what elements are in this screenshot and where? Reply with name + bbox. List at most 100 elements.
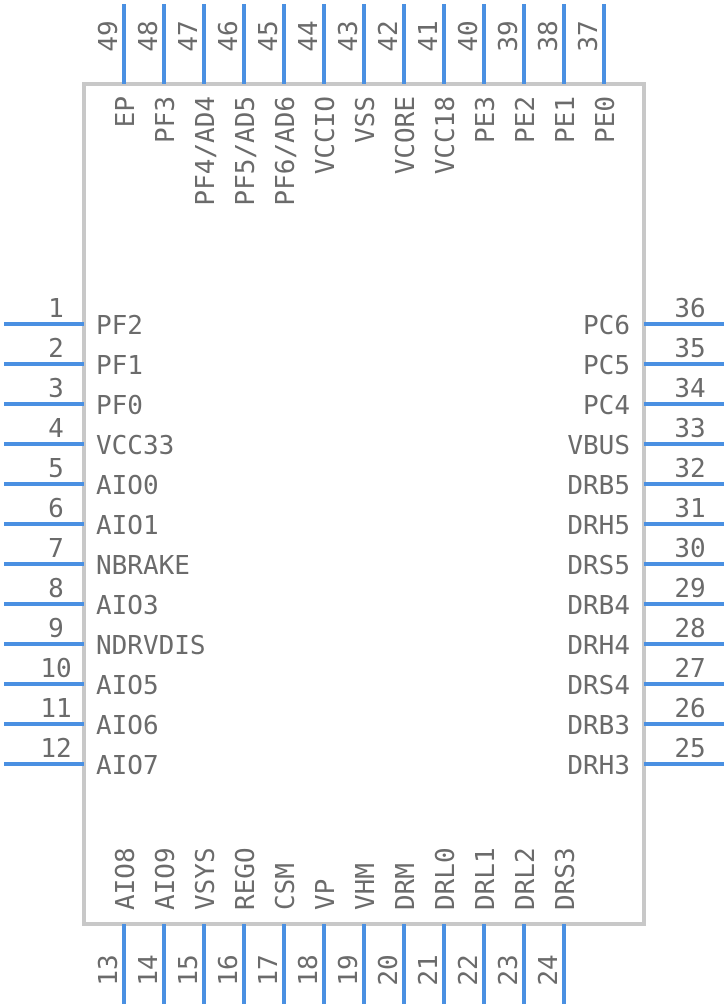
pin-16-name: REGO (231, 847, 261, 910)
pin-20-name: DRM (391, 863, 421, 910)
pin-39-name: PE2 (511, 96, 541, 143)
pin-6-number: 6 (48, 494, 64, 524)
pin-2-number: 2 (48, 334, 64, 364)
pin-28-name: DRH4 (567, 631, 630, 661)
pin-7-number: 7 (48, 534, 64, 564)
pin-2-name: PF1 (96, 351, 143, 381)
pin-45-number: 45 (254, 20, 284, 51)
pin-4-name: VCC33 (96, 431, 174, 461)
pin-26-name: DRB3 (567, 711, 630, 741)
pin-6-name: AIO1 (96, 511, 159, 541)
pin-34-name: PC4 (583, 391, 630, 421)
pin-19-number: 19 (334, 954, 364, 985)
pin-21-name: DRL0 (431, 847, 461, 910)
pin-42-name: VCORE (391, 96, 421, 174)
pin-15-number: 15 (174, 954, 204, 985)
pin-8-name: AIO3 (96, 591, 159, 621)
pin-16-number: 16 (214, 954, 244, 985)
pin-46-name: PF5/AD5 (231, 96, 261, 206)
pin-39-number: 39 (494, 20, 524, 51)
pin-11-name: AIO6 (96, 711, 159, 741)
pin-1-name: PF2 (96, 311, 143, 341)
pin-31-name: DRH5 (567, 511, 630, 541)
pin-31-number: 31 (674, 494, 705, 524)
pin-49-number: 49 (94, 20, 124, 51)
pin-48-number: 48 (134, 20, 164, 51)
pins-layer: 1PF22PF13PF04VCC335AIO06AIO17NBRAKE8AIO3… (4, 4, 724, 1004)
pin-3-name: PF0 (96, 391, 143, 421)
pin-38-number: 38 (534, 20, 564, 51)
pin-29-number: 29 (674, 574, 705, 604)
pin-8-number: 8 (48, 574, 64, 604)
pin-44-number: 44 (294, 20, 324, 51)
pin-43-name: VSS (351, 96, 381, 143)
pin-37-name: PE0 (591, 96, 621, 143)
pin-47-name: PF4/AD4 (191, 96, 221, 206)
pin-34-number: 34 (674, 374, 705, 404)
pin-14-name: AIO9 (151, 847, 181, 910)
pin-36-name: PC6 (583, 311, 630, 341)
ic-body (82, 82, 646, 926)
pin-45-name: PF6/AD6 (271, 96, 301, 206)
pin-29-name: DRB4 (567, 591, 630, 621)
pin-37-number: 37 (574, 20, 604, 51)
pin-17-number: 17 (254, 954, 284, 985)
pin-13-name: AIO8 (111, 847, 141, 910)
pin-44-name: VCCIO (311, 96, 341, 174)
pin-33-name: VBUS (567, 431, 630, 461)
pin-35-name: PC5 (583, 351, 630, 381)
pin-15-name: VSYS (191, 847, 221, 910)
pin-43-number: 43 (334, 20, 364, 51)
pin-33-number: 33 (674, 414, 705, 444)
pin-32-name: DRB5 (567, 471, 630, 501)
pin-35-number: 35 (674, 334, 705, 364)
pin-10-name: AIO5 (96, 671, 159, 701)
pin-49-name: EP (111, 96, 141, 127)
pin-30-name: DRS5 (567, 551, 630, 581)
pin-19-name: VHM (351, 863, 381, 910)
pin-12-number: 12 (40, 734, 71, 764)
pin-47-number: 47 (174, 20, 204, 51)
pin-4-number: 4 (48, 414, 64, 444)
pin-25-name: DRH3 (567, 751, 630, 781)
pin-20-number: 20 (374, 954, 404, 985)
pin-11-number: 11 (40, 694, 71, 724)
pin-27-number: 27 (674, 654, 705, 684)
pin-9-number: 9 (48, 614, 64, 644)
pin-40-name: PE3 (471, 96, 501, 143)
pin-9-name: NDRVDIS (96, 631, 206, 661)
pin-5-name: AIO0 (96, 471, 159, 501)
pin-3-number: 3 (48, 374, 64, 404)
pin-12-name: AIO7 (96, 751, 159, 781)
pin-32-number: 32 (674, 454, 705, 484)
pin-18-number: 18 (294, 954, 324, 985)
pin-42-number: 42 (374, 20, 404, 51)
pin-18-name: VP (311, 879, 341, 910)
pin-22-number: 22 (454, 954, 484, 985)
pin-48-name: PF3 (151, 96, 181, 143)
pin-28-number: 28 (674, 614, 705, 644)
pin-36-number: 36 (674, 294, 705, 324)
pin-46-number: 46 (214, 20, 244, 51)
pin-30-number: 30 (674, 534, 705, 564)
pin-7-name: NBRAKE (96, 551, 190, 581)
pin-25-number: 25 (674, 734, 705, 764)
pin-10-number: 10 (40, 654, 71, 684)
pin-17-name: CSM (271, 863, 301, 910)
pin-24-name: DRS3 (551, 847, 581, 910)
pin-23-name: DRL2 (511, 847, 541, 910)
pin-13-number: 13 (94, 954, 124, 985)
pin-27-name: DRS4 (567, 671, 630, 701)
pin-40-number: 40 (454, 20, 484, 51)
pin-24-number: 24 (534, 954, 564, 985)
pin-14-number: 14 (134, 954, 164, 985)
pin-23-number: 23 (494, 954, 524, 985)
pin-41-number: 41 (414, 20, 444, 51)
pin-26-number: 26 (674, 694, 705, 724)
pin-22-name: DRL1 (471, 847, 501, 910)
pin-1-number: 1 (48, 294, 64, 324)
pin-41-name: VCC18 (431, 96, 461, 174)
pin-21-number: 21 (414, 954, 444, 985)
pin-38-name: PE1 (551, 96, 581, 143)
